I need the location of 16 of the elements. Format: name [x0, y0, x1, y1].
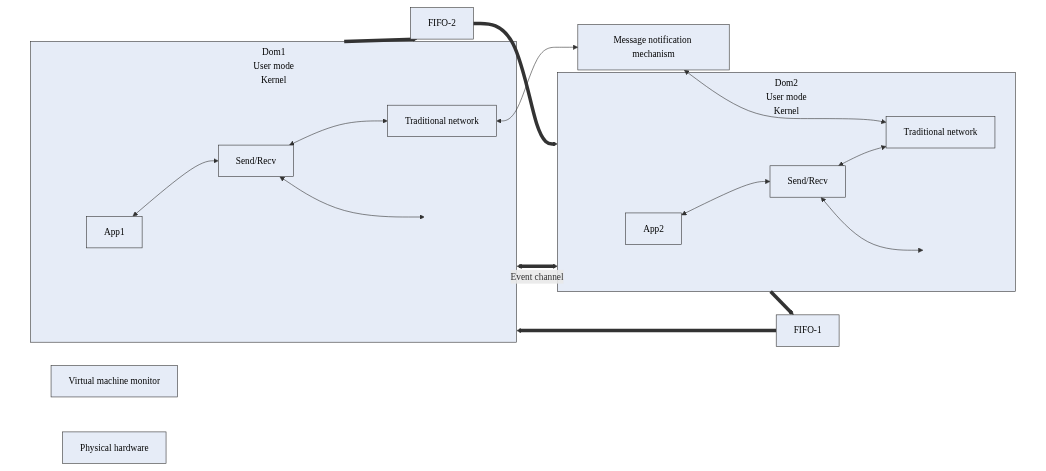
node-box: Virtual machine monitor — [50, 365, 178, 398]
node-box: Traditional network — [885, 116, 996, 149]
node-box: Traditional network — [387, 104, 497, 137]
node-box: App2 — [625, 212, 682, 245]
arrow — [516, 328, 777, 334]
arrow — [769, 290, 794, 316]
edge-label: Event channel — [510, 271, 564, 282]
arrow — [516, 263, 558, 269]
node-box: App1 — [86, 216, 143, 249]
node-box: Physical hardware — [62, 431, 167, 464]
node-box: Send/Recv — [769, 165, 846, 198]
node-box: FIFO-1 — [775, 314, 840, 347]
node-box: Message notification mechanism — [577, 24, 730, 71]
arrow — [473, 21, 558, 147]
node-box: Send/Recv — [218, 144, 294, 177]
node-box: FIFO-2 — [410, 7, 474, 40]
